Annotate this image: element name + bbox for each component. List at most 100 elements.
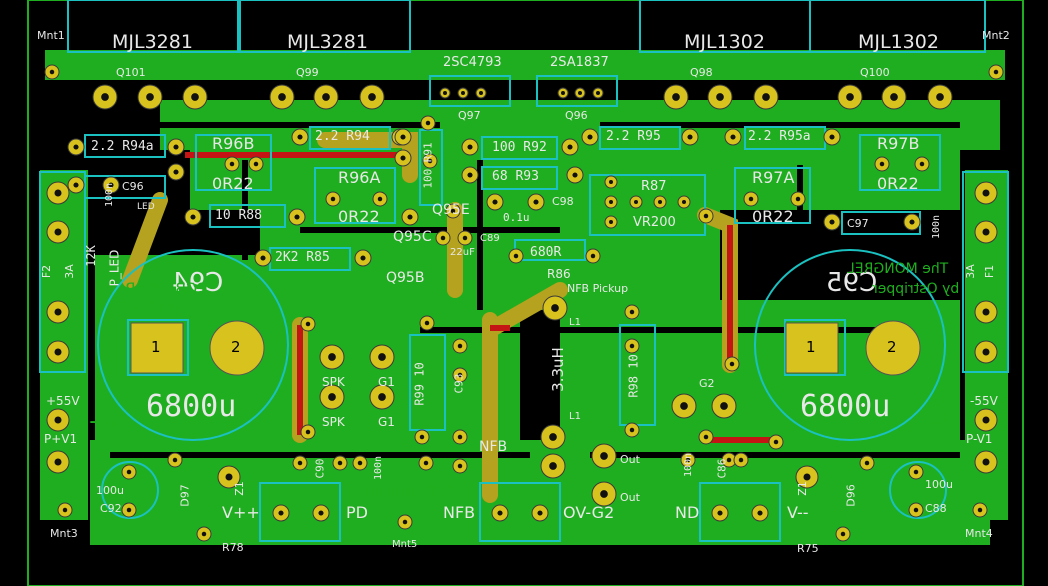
r96a-val: 0R22 bbox=[338, 207, 380, 226]
c95-pin2: 2 bbox=[887, 338, 897, 356]
c92-label: C92 bbox=[100, 502, 122, 515]
drill-hole bbox=[720, 402, 728, 410]
pv1-label: P+V1 bbox=[44, 432, 78, 446]
drill-hole bbox=[890, 93, 898, 101]
q100-ref: Q100 bbox=[860, 66, 890, 79]
plus-v-label: +V bbox=[88, 410, 122, 435]
g1b-label: G1 bbox=[378, 415, 395, 429]
drill-hole bbox=[829, 134, 835, 140]
r91-label: 100 R91 bbox=[421, 142, 435, 189]
q95e-label: Q95E bbox=[432, 202, 470, 218]
drill-hole bbox=[462, 235, 468, 241]
drill-hole bbox=[457, 372, 463, 378]
c86-label: C86 bbox=[715, 458, 729, 479]
drill-hole bbox=[260, 255, 266, 261]
drill-hole bbox=[229, 161, 235, 167]
drill-hole bbox=[467, 172, 473, 178]
drill-hole bbox=[561, 91, 565, 95]
drill-hole bbox=[400, 155, 406, 161]
drill-hole bbox=[982, 416, 990, 424]
drill-hole bbox=[126, 469, 132, 475]
drill-hole bbox=[253, 161, 259, 167]
l1a-label: L1 bbox=[569, 317, 581, 328]
drill-hole bbox=[402, 519, 408, 525]
drill-hole bbox=[457, 463, 463, 469]
q97-ref: Q97 bbox=[458, 109, 481, 122]
nfb-pickup-label: NFB Pickup bbox=[567, 282, 629, 295]
drill-hole bbox=[54, 348, 62, 356]
pcb-sig-label: PCB:sng001 bbox=[360, 482, 457, 501]
r99-label: R99 10 bbox=[412, 362, 427, 406]
r87-ref: R87 bbox=[641, 179, 667, 194]
drill-hole bbox=[377, 196, 383, 202]
drill-hole bbox=[54, 458, 62, 466]
drill-hole bbox=[73, 144, 79, 150]
drill-hole bbox=[829, 219, 835, 225]
drill-hole bbox=[600, 490, 608, 498]
copper-zone-right bbox=[560, 300, 960, 440]
drill-hole bbox=[587, 134, 593, 140]
drill-hole bbox=[803, 473, 811, 481]
drill-hole bbox=[450, 208, 456, 214]
drill-hole bbox=[513, 253, 519, 259]
by-label: by Ostripper bbox=[872, 281, 960, 297]
drill-hole bbox=[278, 510, 284, 516]
drill-hole bbox=[879, 161, 885, 167]
drill-hole bbox=[634, 200, 638, 204]
c95-pin1: 1 bbox=[806, 338, 816, 356]
drill-hole bbox=[173, 169, 179, 175]
drill-hole bbox=[54, 416, 62, 424]
drill-hole bbox=[982, 228, 990, 236]
mongrel-label: The MONGREL bbox=[847, 261, 949, 277]
drill-hole bbox=[172, 457, 178, 463]
c95-pad-round bbox=[865, 320, 921, 376]
drill-hole bbox=[913, 469, 919, 475]
drill-hole bbox=[357, 460, 363, 466]
r94-label: 2.2 R94 bbox=[315, 129, 370, 144]
drill-hole bbox=[49, 69, 55, 75]
r98-label: R98 10 bbox=[626, 354, 641, 398]
spk2-label: SPK bbox=[322, 415, 345, 429]
nfb-conn-label: NFB bbox=[443, 503, 476, 522]
drill-hole bbox=[549, 462, 557, 470]
drill-hole bbox=[297, 134, 303, 140]
drill-hole bbox=[748, 196, 754, 202]
drill-hole bbox=[328, 353, 336, 361]
isolation-gaps bbox=[110, 122, 960, 458]
r97b-ref: R97B bbox=[877, 134, 920, 153]
drill-hole bbox=[977, 507, 983, 513]
c94-pin1: 1 bbox=[151, 338, 161, 356]
led-r-label: 12K bbox=[83, 245, 98, 267]
q100-part: MJL1302 bbox=[858, 31, 939, 53]
drill-hole bbox=[479, 91, 483, 95]
drill-hole bbox=[840, 531, 846, 537]
drill-hole bbox=[672, 93, 680, 101]
l1b-label: L1 bbox=[569, 411, 581, 422]
d97-label: D97 bbox=[178, 484, 192, 507]
drill-hole bbox=[278, 93, 286, 101]
drill-hole bbox=[703, 434, 709, 440]
drill-hole bbox=[330, 196, 336, 202]
drill-hole bbox=[682, 200, 686, 204]
r94a-label: 2.2 R94a bbox=[91, 139, 154, 154]
drill-hole bbox=[457, 343, 463, 349]
c89-val: 22uF bbox=[450, 247, 475, 258]
mnt5-label: Mnt5 bbox=[392, 539, 418, 550]
pd-label: PD bbox=[346, 503, 368, 522]
drill-hole bbox=[738, 457, 744, 463]
f1-label: F1 bbox=[983, 264, 997, 279]
r97a-ref: R97A bbox=[752, 168, 795, 187]
c94-pad-square bbox=[130, 322, 184, 374]
r95-label: 2.2 R95 bbox=[606, 129, 661, 144]
drill-hole bbox=[773, 439, 779, 445]
mnt2-label: Mnt2 bbox=[982, 29, 1010, 42]
drill-hole bbox=[497, 510, 503, 516]
drill-hole bbox=[982, 348, 990, 356]
nfb-mid-label: NFB bbox=[479, 439, 508, 455]
drill-hole bbox=[191, 93, 199, 101]
r86-ref: R86 bbox=[547, 267, 571, 281]
drill-hole bbox=[609, 180, 613, 184]
q99-ref: Q99 bbox=[296, 66, 319, 79]
drill-hole bbox=[864, 460, 870, 466]
